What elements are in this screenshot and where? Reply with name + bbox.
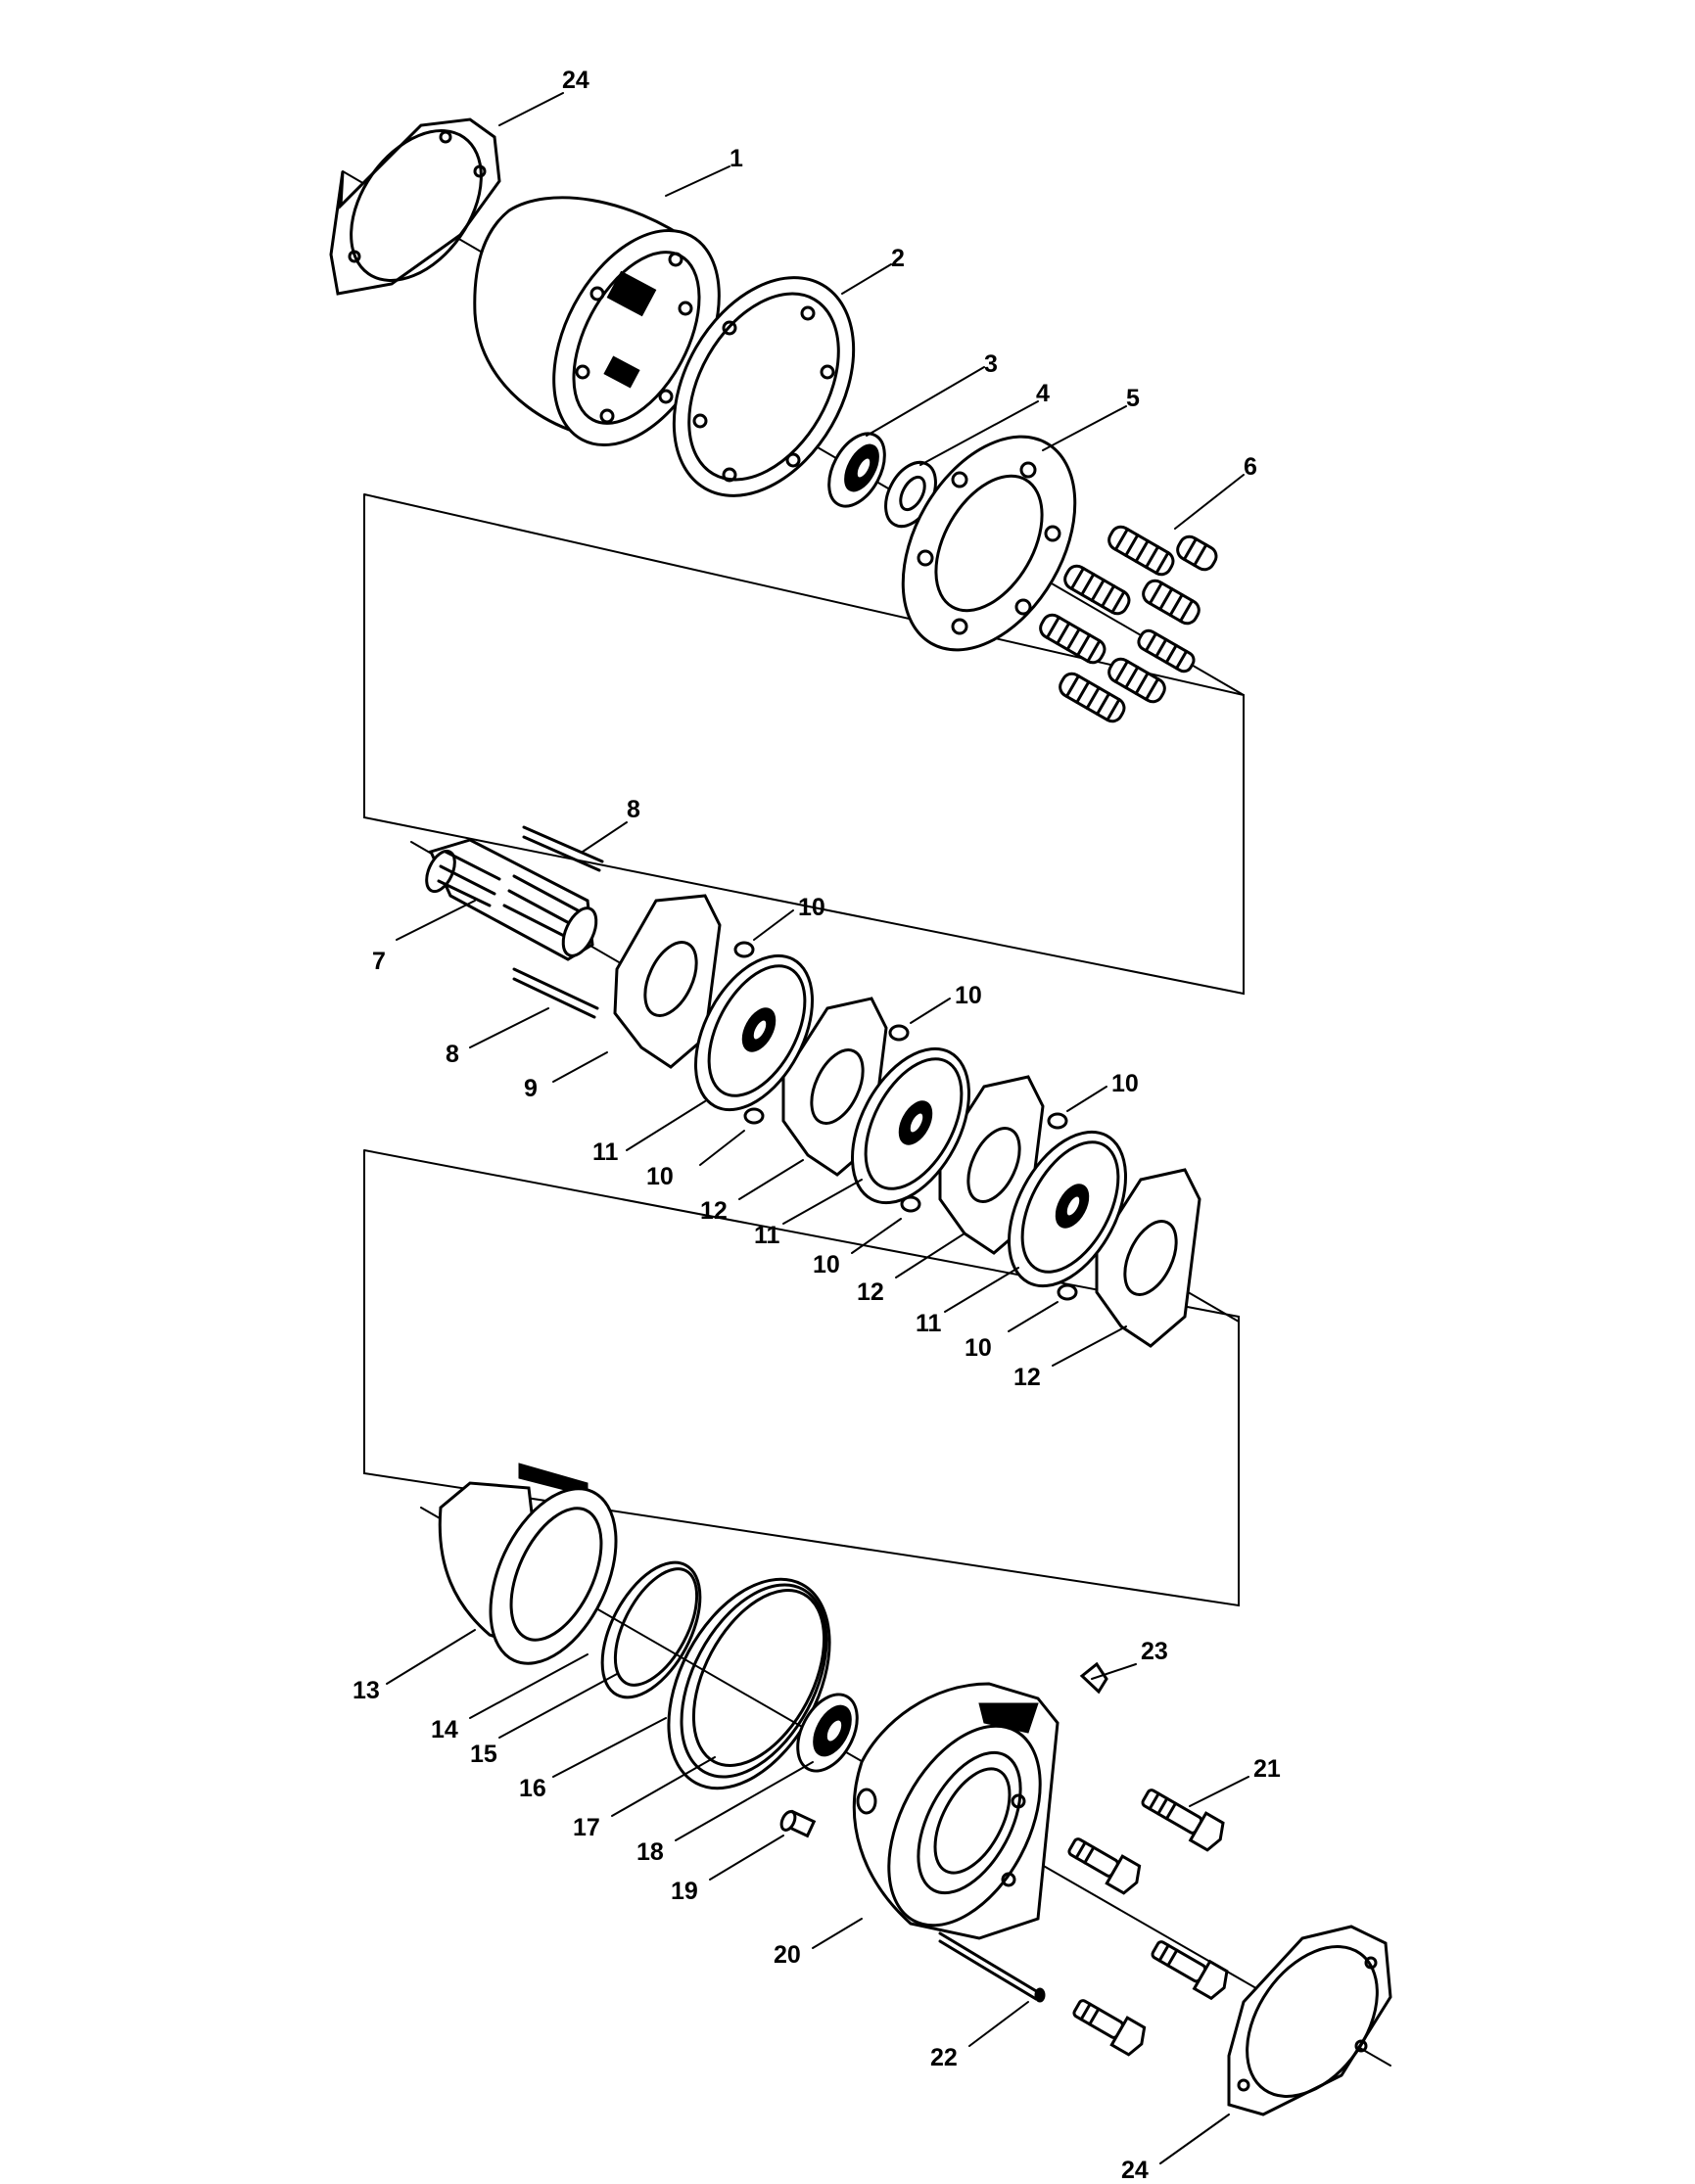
callout-24-top: 24: [562, 67, 589, 94]
callout-13: 13: [353, 1677, 380, 1704]
alignment-frame-lower: [363, 1149, 1240, 1607]
callout-11-b: 11: [754, 1222, 780, 1249]
callout-19: 19: [671, 1878, 698, 1905]
seal-rings-16-17: [667, 1577, 831, 1790]
callout-4: 4: [1036, 380, 1050, 407]
callout-17: 17: [573, 1814, 600, 1841]
callout-6: 6: [1244, 453, 1257, 481]
callout-12-c: 12: [1013, 1364, 1041, 1391]
callout-8-lower: 8: [446, 1041, 459, 1068]
callout-22: 22: [930, 2044, 958, 2071]
friction-disc-11b: [850, 1046, 971, 1205]
callout-7: 7: [372, 948, 386, 975]
callout-12-a: 12: [700, 1197, 728, 1225]
separator-plate-12c: [1095, 1168, 1201, 1348]
callout-21: 21: [1253, 1755, 1281, 1783]
bolts-21: [1067, 1789, 1229, 2057]
callout-1: 1: [730, 145, 743, 172]
pin-22: [938, 1931, 1046, 2003]
small-spring-10: [733, 941, 1078, 1301]
callout-3: 3: [984, 350, 998, 378]
callout-10-a: 10: [798, 894, 825, 921]
callout-16: 16: [519, 1775, 546, 1802]
splined-shaft-7: [425, 838, 598, 961]
callout-11-a: 11: [592, 1138, 619, 1166]
callout-14: 14: [431, 1716, 458, 1743]
callout-10-d: 10: [646, 1163, 674, 1190]
hub-13: [438, 1463, 618, 1665]
callout-10-b: 10: [955, 982, 982, 1009]
callout-8-upper: 8: [627, 796, 640, 823]
callout-9: 9: [524, 1075, 538, 1102]
fitting-19: [779, 1809, 817, 1838]
pin-8-lower: [512, 967, 599, 1019]
gasket-plate-2: [672, 276, 856, 497]
callout-24-bottom: 24: [1121, 2157, 1149, 2184]
separator-plate-9: [613, 894, 722, 1069]
friction-disc-11c: [1007, 1130, 1128, 1288]
friction-disc-11a: [693, 953, 815, 1112]
callout-20: 20: [774, 1941, 801, 1969]
callout-23: 23: [1141, 1638, 1168, 1665]
bearing-3: [827, 432, 886, 508]
callout-10-f: 10: [965, 1334, 992, 1362]
callout-2: 2: [891, 245, 905, 272]
pin-8-upper: [522, 825, 604, 872]
leader-lines: [386, 92, 1249, 2164]
callout-18: 18: [636, 1838, 664, 1866]
callout-12-b: 12: [857, 1278, 884, 1306]
end-cover-20: [852, 1682, 1059, 1940]
snap-rings-14-15: [600, 1560, 702, 1699]
callout-5: 5: [1126, 385, 1140, 412]
callout-15: 15: [470, 1741, 497, 1768]
gasket-top: [329, 117, 501, 296]
callout-11-c: 11: [916, 1310, 942, 1337]
pressure-plate-5: [901, 435, 1077, 652]
springs-6: [1039, 525, 1218, 723]
callout-10-e: 10: [813, 1251, 840, 1278]
callout-labels: 24 1 2 3 4 5 6 8 7 8 10 10 10 9 11 10 12…: [353, 67, 1281, 2184]
gasket-bottom: [1227, 1925, 1392, 2116]
callout-10-c: 10: [1111, 1070, 1139, 1097]
bearing-18: [796, 1693, 859, 1773]
